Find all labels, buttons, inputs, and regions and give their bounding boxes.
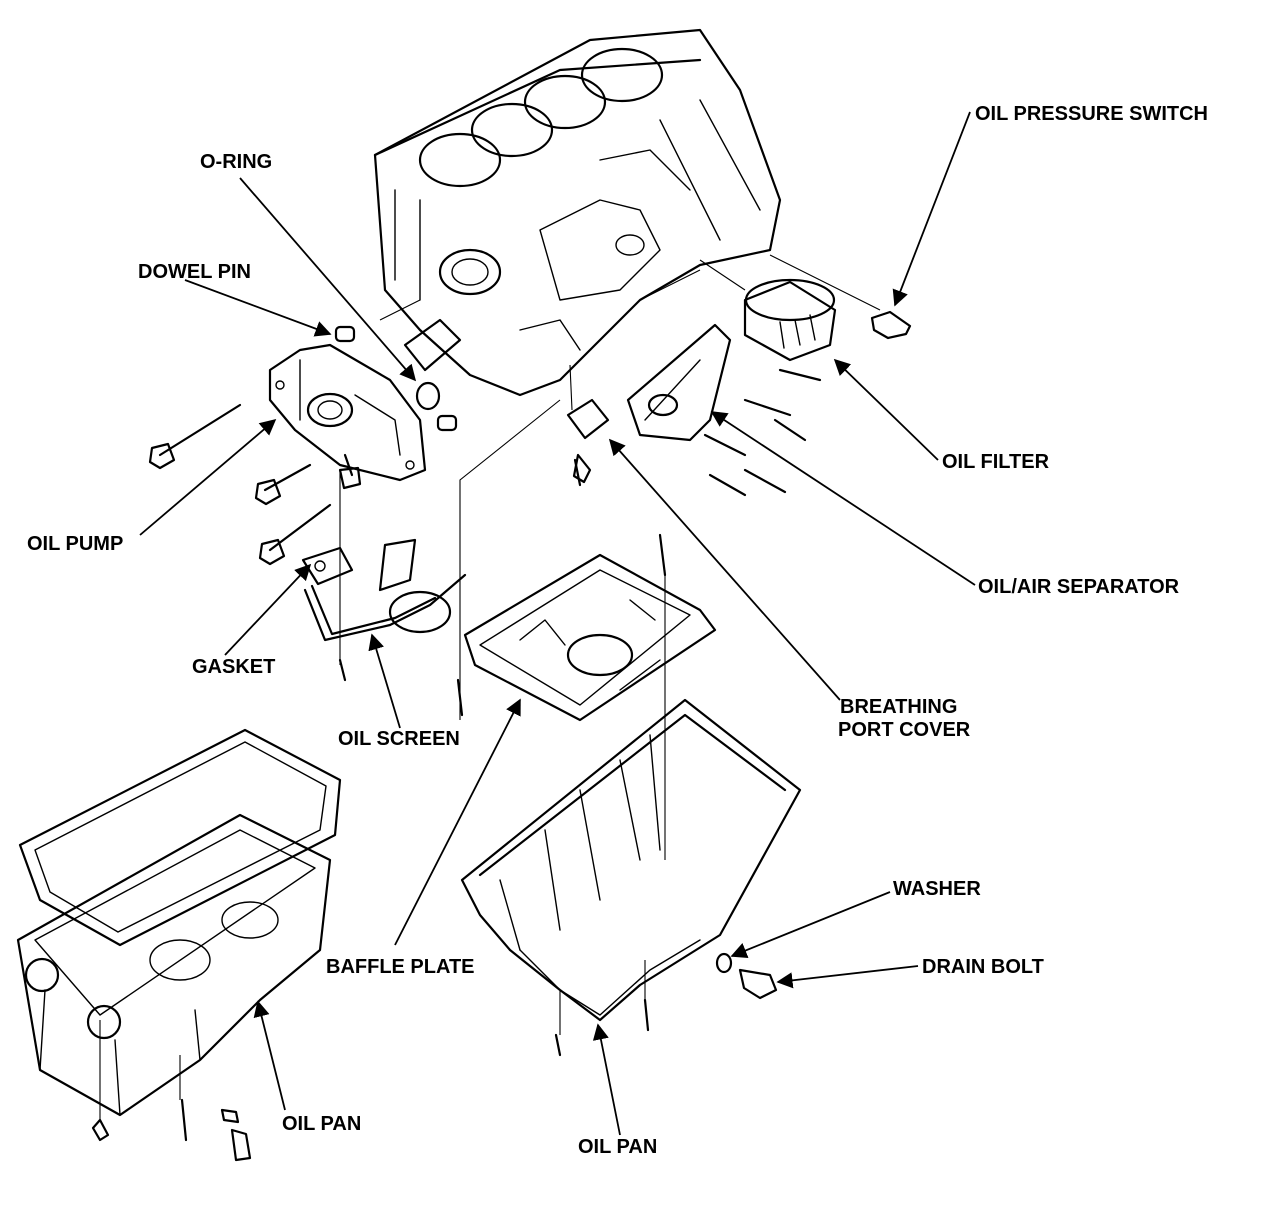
separator-bolts	[703, 368, 822, 497]
leader-washer	[730, 891, 891, 959]
oil-pan-left-bolts	[91, 1098, 252, 1162]
oil-pan-right-bolts	[554, 998, 650, 1057]
oil-pump	[268, 343, 427, 482]
leader-lines	[139, 111, 976, 1136]
baffle-plate	[463, 553, 717, 722]
label-gasket: GASKET	[192, 656, 275, 678]
oil-pan-gasket-left	[18, 728, 342, 947]
washer	[715, 952, 733, 974]
leader-oil-pan-left	[253, 1000, 286, 1111]
leader-breathing-port-cover	[608, 438, 841, 701]
dowel-pin	[334, 325, 458, 432]
leader-oil-pan-right	[592, 1023, 621, 1136]
leader-gasket	[224, 563, 312, 656]
oil-pan-right	[460, 698, 802, 1022]
drain-bolt	[738, 968, 778, 1000]
leader-oil-filter	[833, 358, 939, 461]
label-drain-bolt: DRAIN BOLT	[922, 956, 1044, 978]
callout-labels: OIL PRESSURE SWITCH O-RING DOWEL PIN OIL…	[27, 103, 1208, 1158]
leader-o-ring	[239, 177, 417, 382]
oil-pump-bolts	[148, 403, 362, 566]
leader-baffle-plate	[394, 698, 521, 946]
oil-filter	[743, 278, 837, 362]
oil-screen	[303, 538, 467, 642]
label-o-ring: O-RING	[200, 151, 272, 173]
alignment-lines	[99, 254, 881, 1120]
breathing-port-cover	[566, 398, 610, 484]
label-oil-pan-left: OIL PAN	[282, 1113, 361, 1135]
oil-air-separator	[626, 323, 732, 442]
leader-drain-bolt	[776, 965, 919, 989]
label-baffle-plate: BAFFLE PLATE	[326, 956, 475, 978]
label-breathing-port-cover-2: PORT COVER	[838, 719, 971, 741]
label-oil-pressure-switch: OIL PRESSURE SWITCH	[975, 103, 1208, 125]
label-oil-air-separator: OIL/AIR SEPARATOR	[978, 576, 1180, 598]
gasket	[301, 546, 354, 586]
oil-pan-left	[16, 813, 332, 1117]
label-washer: WASHER	[893, 878, 981, 900]
label-oil-filter: OIL FILTER	[942, 451, 1050, 473]
leader-oil-pump	[139, 418, 277, 536]
label-oil-pump: OIL PUMP	[27, 533, 123, 555]
oil-pressure-switch	[870, 310, 912, 340]
leader-dowel-pin	[184, 279, 332, 337]
leader-oil-screen	[368, 633, 401, 729]
label-oil-screen: OIL SCREEN	[338, 728, 460, 750]
label-oil-pan-right: OIL PAN	[578, 1136, 657, 1158]
engine-block	[373, 28, 782, 397]
label-dowel-pin: DOWEL PIN	[138, 261, 251, 283]
leader-oil-pressure-switch	[892, 111, 971, 307]
o-ring	[415, 381, 441, 411]
label-breathing-port-cover-1: BREATHING	[840, 696, 957, 718]
leader-oil-air-separator	[710, 411, 976, 586]
